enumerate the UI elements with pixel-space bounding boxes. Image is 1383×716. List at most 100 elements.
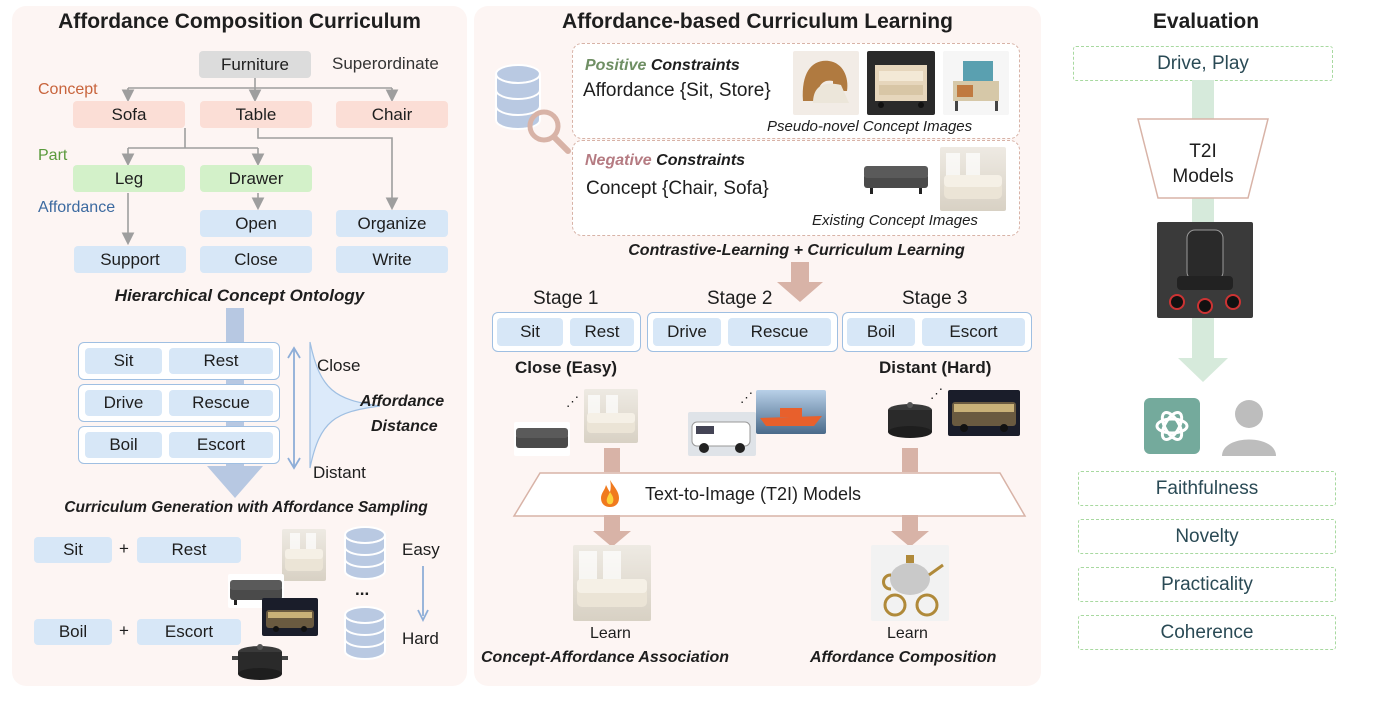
easy-pair-a: Sit — [34, 537, 112, 563]
node-furniture: Furniture — [199, 51, 311, 78]
superordinate-label: Superordinate — [332, 54, 439, 73]
t2i-trapezoid — [512, 472, 1027, 517]
to-stages-arrow — [777, 262, 823, 302]
pair-3-b: Escort — [169, 432, 273, 458]
close-label: Close — [317, 356, 361, 375]
right-title: Evaluation — [1152, 10, 1260, 33]
stage-1-a: Sit — [497, 318, 563, 346]
hard-label: Hard — [402, 629, 439, 648]
pair-1-b: Rest — [169, 348, 273, 374]
node-write: Write — [336, 246, 448, 273]
negative-word: Negative — [585, 152, 652, 169]
eval-t2i-line1: T2I — [1189, 141, 1217, 162]
stage-2-a: Drive — [653, 318, 721, 346]
stage1-to-t2i-arrow — [604, 448, 620, 472]
distance-graphic — [287, 341, 381, 470]
metric-practicality: Practicality — [1078, 567, 1336, 602]
affordance-label: Affordance — [38, 199, 116, 216]
negative-constraints-word: Constraints — [656, 152, 746, 169]
node-close: Close — [200, 246, 312, 273]
positive-caption: Pseudo-novel Concept Images — [767, 118, 973, 135]
stage1-gray-sofa-image — [514, 422, 570, 456]
stage-3-label: Stage 3 — [902, 288, 968, 309]
middle-title: Affordance-based Curriculum Learning — [562, 10, 953, 33]
node-table: Table — [200, 101, 312, 128]
hard-pair-a: Boil — [34, 619, 112, 645]
plus-hard: + — [119, 621, 129, 640]
stage-3-a: Boil — [847, 318, 915, 346]
learning-caption: Contrastive-Learning + Curriculum Learni… — [628, 242, 965, 259]
chair-image-1 — [793, 51, 859, 115]
chatgpt-icon — [1144, 398, 1200, 454]
stage2-dots: ⋰ — [740, 390, 753, 405]
learn-right-label: Learn — [887, 625, 928, 642]
metric-coherence: Coherence — [1078, 615, 1336, 650]
drive-play-box: Drive, Play — [1073, 46, 1333, 81]
distance-caption-2: Distance — [371, 418, 438, 435]
positive-text: Affordance {Sit, Store} — [583, 80, 771, 101]
gaming-chair-image — [1157, 222, 1253, 318]
composition-caption: Affordance Composition — [810, 649, 997, 666]
node-support: Support — [74, 246, 186, 273]
easy-label: Easy — [402, 540, 440, 559]
pair-2-b: Rescue — [169, 390, 273, 416]
pot-image-left — [232, 640, 288, 682]
stage-2-b: Rescue — [728, 318, 831, 346]
t2i-to-left-output-arrow — [593, 515, 631, 547]
close-easy-label: Close (Easy) — [515, 358, 618, 377]
stage3-dots: ⋰ — [930, 386, 943, 401]
db-ellipsis: ... — [355, 580, 370, 599]
node-leg: Leg — [73, 165, 185, 192]
eval-t2i-trapezoid — [1137, 118, 1269, 199]
chair-image-2 — [943, 51, 1009, 115]
teapot-cart-image — [871, 545, 949, 621]
t2i-models-label: Text-to-Image (T2I) Models — [645, 484, 862, 504]
node-sofa: Sofa — [73, 101, 185, 128]
t2i-to-right-output-arrow — [891, 515, 929, 547]
positive-heading: Positive Constraints — [585, 57, 740, 75]
stage-1-label: Stage 1 — [533, 288, 599, 309]
stage-3-b: Escort — [922, 318, 1025, 346]
beige-sofa-neg-image — [940, 147, 1006, 211]
database-icon-hard — [344, 606, 386, 660]
stage-1-b: Rest — [570, 318, 634, 346]
gray-sofa-neg-image — [862, 160, 930, 196]
learned-sofa-image — [573, 545, 651, 621]
distance-caption-1: Affordance — [360, 393, 445, 410]
pair-3-a: Boil — [85, 432, 162, 458]
part-label: Part — [38, 147, 68, 164]
negative-caption: Existing Concept Images — [812, 212, 978, 229]
eval-t2i-line2: Models — [1172, 166, 1234, 187]
pair-1-a: Sit — [85, 348, 162, 374]
concept-label: Concept — [38, 81, 98, 98]
stage3-pot-image — [882, 398, 938, 442]
hard-pair-b: Escort — [137, 619, 241, 645]
fire-icon — [597, 478, 623, 513]
stage2-boat-image — [756, 390, 826, 434]
easy-to-hard-arrow — [417, 566, 429, 622]
stage3-to-t2i-arrow — [902, 448, 918, 472]
node-chair: Chair — [336, 101, 448, 128]
negative-text: Concept {Chair, Sofa} — [586, 178, 769, 199]
stage3-bus-image — [948, 390, 1020, 436]
left-title: Affordance Composition Curriculum — [58, 10, 421, 33]
ontology-connectors — [121, 78, 399, 246]
stage2-van-image — [688, 412, 756, 456]
node-organize: Organize — [336, 210, 448, 237]
bus-image — [262, 598, 318, 636]
gray-sofa-image — [228, 574, 284, 608]
ontology-caption: Hierarchical Concept Ontology — [114, 286, 365, 305]
stage1-beige-sofa-image — [584, 389, 638, 443]
assoc-caption: Concept-Affordance Association — [481, 649, 730, 666]
metric-novelty: Novelty — [1078, 519, 1336, 554]
sofa-image-easy — [282, 529, 326, 581]
cart-image — [867, 51, 935, 115]
distant-label: Distant — [313, 463, 366, 482]
plus-easy: + — [119, 539, 129, 558]
user-icon — [1218, 396, 1280, 456]
database-icon-easy — [344, 526, 386, 580]
positive-word: Positive — [585, 57, 647, 74]
negative-heading: Negative Constraints — [585, 152, 745, 170]
node-drawer: Drawer — [200, 165, 312, 192]
learn-left-label: Learn — [590, 625, 631, 642]
